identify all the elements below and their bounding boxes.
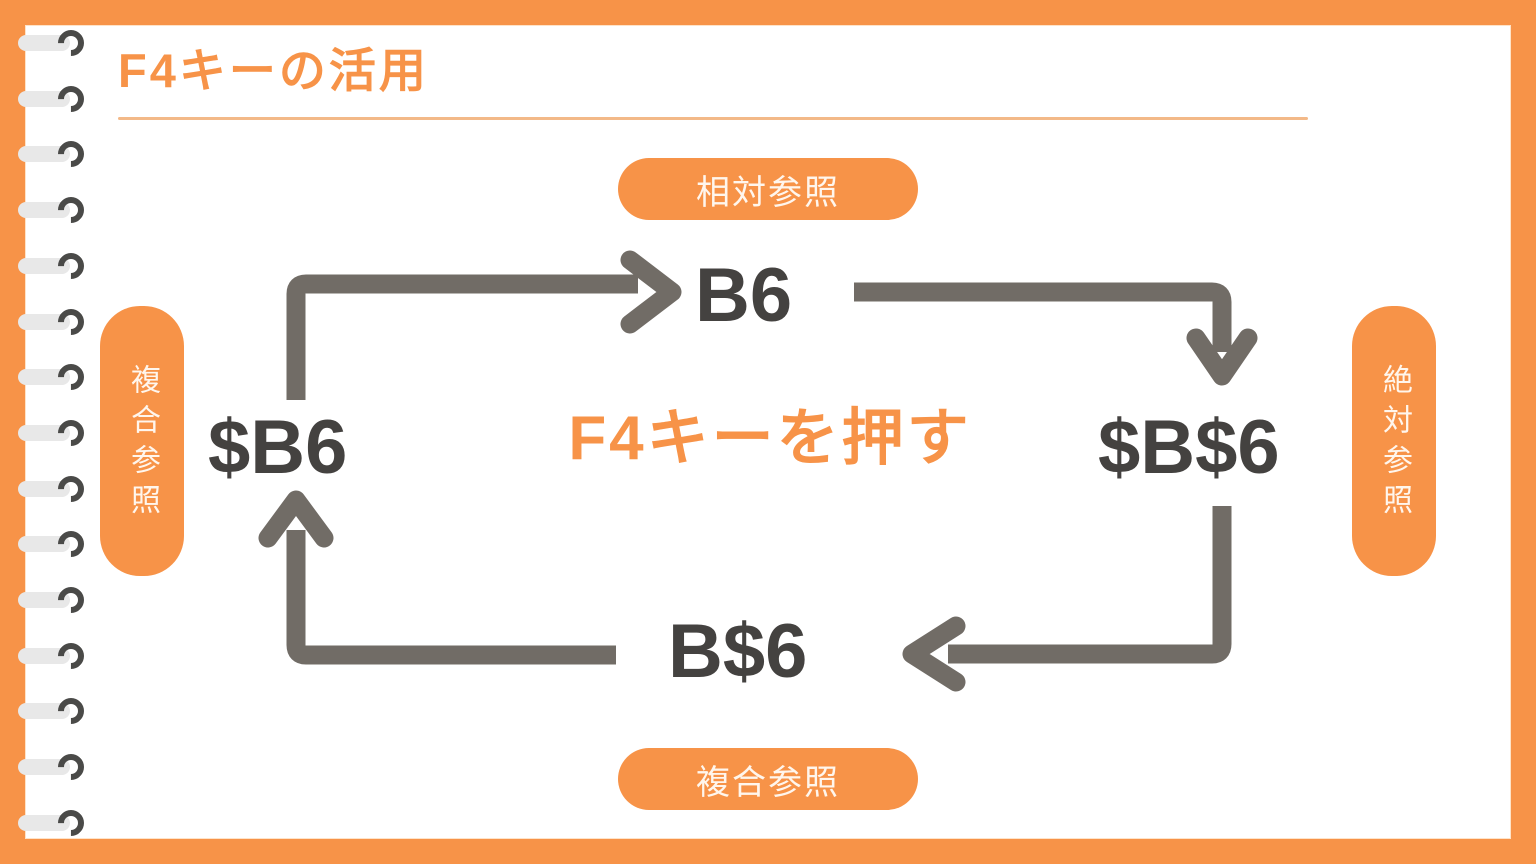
cell-reference-mixed-row: B$6 <box>668 609 808 694</box>
badge-mixed-reference-bottom: 複合参照 <box>618 748 918 810</box>
badge-relative-reference: 相対参照 <box>618 158 918 220</box>
arrow-right-to-bottom <box>902 506 1232 692</box>
arrow-bottom-to-left <box>258 490 616 665</box>
cell-reference-absolute: $B$6 <box>1098 405 1280 490</box>
arrow-left-to-top <box>286 250 682 400</box>
center-instruction: F4キーを押す <box>568 404 972 473</box>
cell-reference-relative: B6 <box>695 253 793 338</box>
title-divider <box>118 116 1308 120</box>
page-title: F4キーの活用 <box>118 44 429 97</box>
badge-mixed-reference-left: 複合参照 <box>100 306 184 576</box>
title-block: F4キーの活用 <box>118 42 1418 120</box>
arrow-top-to-right <box>854 282 1258 386</box>
cell-reference-mixed-column: $B6 <box>208 405 348 490</box>
badge-absolute-reference: 絶対参照 <box>1352 306 1436 576</box>
